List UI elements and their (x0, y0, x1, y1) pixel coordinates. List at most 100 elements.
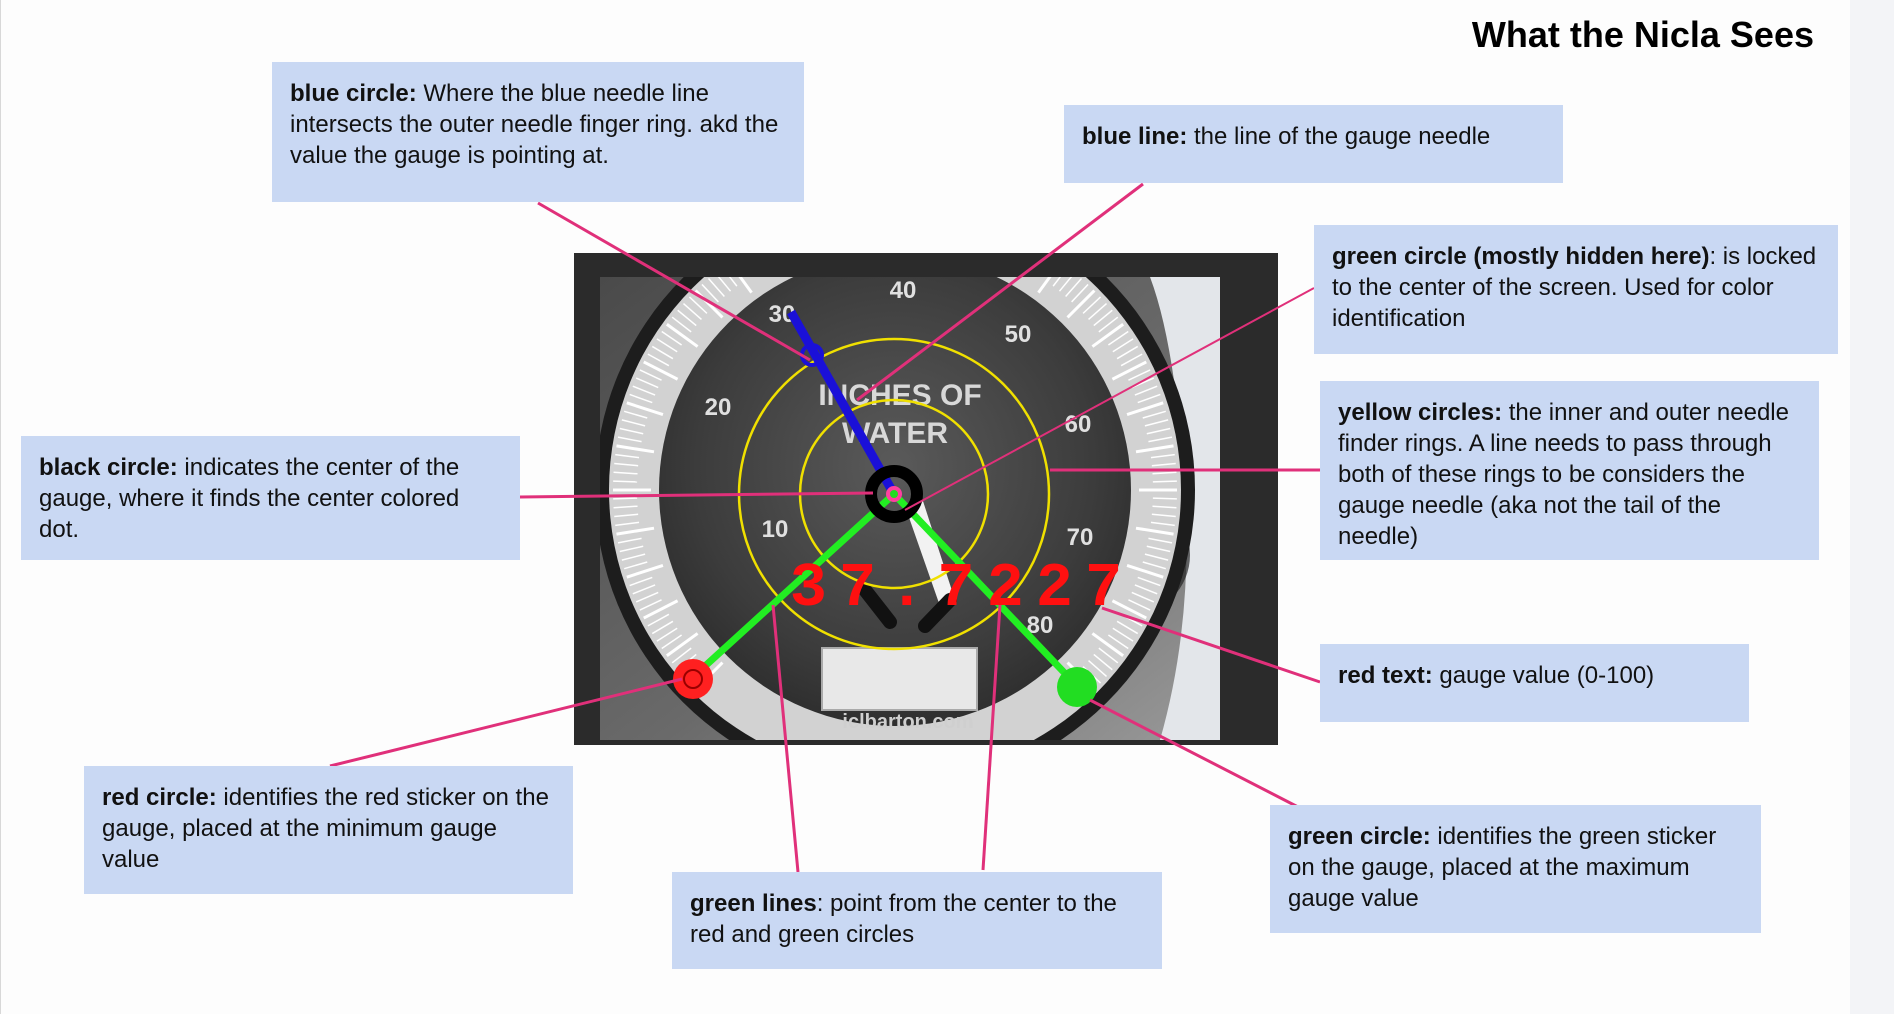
scale-tick (1120, 353, 1143, 367)
scale-tick (943, 213, 947, 237)
scale-tick (967, 219, 974, 242)
scale-tick (1065, 277, 1083, 297)
scale-tick (1135, 526, 1174, 536)
scale-tick (728, 277, 738, 287)
scale-tick (619, 427, 644, 435)
scale-tick (1134, 385, 1158, 396)
note-green-center-circle-label: green circle (mostly hidden here) (1332, 243, 1710, 270)
scale-tick (783, 231, 793, 253)
red-min-sticker-circle (673, 659, 713, 699)
scale-tick (643, 599, 679, 620)
scale-tick (1116, 620, 1139, 635)
note-green-center-circle-text: : is locked to the center of the screen.… (1332, 243, 1817, 332)
needle-counterweight (858, 583, 957, 633)
scale-tick (615, 453, 640, 459)
scale-tick (647, 613, 670, 627)
scale-tick (868, 209, 870, 233)
scale-tick (1152, 480, 1177, 483)
scale-tick (833, 215, 838, 238)
scale-tick (927, 210, 930, 234)
scale-tick (951, 215, 956, 238)
scale-tick (1098, 316, 1119, 333)
scale-ticks (613, 208, 1177, 691)
leader-green-line-right (981, 604, 1002, 871)
scale-tick (919, 209, 921, 233)
scale-tick (632, 385, 656, 396)
gauge-nameplate (821, 647, 978, 711)
scale-tick (1146, 545, 1171, 553)
scale-tick (626, 563, 664, 579)
gauge-body-highlight (1150, 277, 1220, 740)
scale-tick (619, 545, 644, 553)
scale-tick (613, 497, 638, 500)
green-line-to-min (690, 491, 897, 680)
note-green-lines-label: green lines (690, 890, 817, 917)
scale-tick (1088, 660, 1108, 678)
leader-black-circle (519, 491, 874, 499)
scale-tick (738, 277, 753, 294)
scale-label-20: 20 (705, 394, 732, 421)
scale-tick (1112, 627, 1134, 642)
scale-tick (629, 576, 653, 587)
scale-tick (933, 211, 939, 249)
leader-green-max-circle (1089, 698, 1301, 810)
note-yellow-circles-label: yellow circles: (1338, 399, 1503, 426)
scale-tick (1135, 444, 1174, 454)
scale-tick (1151, 513, 1176, 518)
scale-tick (639, 599, 662, 611)
leader-red-text (1101, 606, 1321, 684)
scale-tick (701, 283, 719, 303)
note-black-circle-text: indicates the center of the gauge, where… (39, 454, 460, 543)
note-blue-circle-label: blue circle: (290, 80, 417, 107)
scale-tick (614, 462, 639, 467)
leader-green-line-left (771, 604, 800, 873)
scale-tick (613, 471, 638, 475)
scale-tick (671, 647, 692, 664)
scale-tick (911, 209, 913, 233)
scale-tick (614, 513, 639, 518)
left-edge-rule (0, 0, 1, 1014)
scale-tick (1137, 393, 1161, 404)
scale-tick (903, 208, 904, 232)
scale-tick (1037, 277, 1052, 294)
scale-tick (661, 330, 683, 346)
note-blue-line-text: the line of the gauge needle (1187, 123, 1491, 150)
leader-lines (329, 182, 1321, 873)
scale-tick (990, 228, 999, 250)
scale-tick (1093, 653, 1113, 671)
scale-tick (1150, 521, 1175, 527)
green-line-to-max (891, 491, 1080, 689)
scale-tick (665, 323, 699, 348)
scale-tick (1128, 369, 1151, 381)
leader-red-circle (329, 677, 683, 768)
scale-tick (1052, 277, 1062, 287)
scale-tick (665, 632, 699, 657)
scale-tick (1144, 419, 1169, 427)
scale-tick (623, 561, 648, 570)
leader-blue-line (856, 182, 1144, 402)
scale-tick (617, 436, 642, 443)
leader-green-center-circle (904, 287, 1315, 511)
scale-tick (860, 210, 863, 234)
note-green-lines: green lines: point from the center to th… (672, 872, 1162, 969)
note-green-lines-text: : point from the center to the red and g… (690, 890, 1117, 948)
note-red-circle-label: red circle: (102, 784, 217, 811)
right-margin-strip (1850, 0, 1894, 1014)
scale-tick (635, 377, 659, 389)
physical-needle-tail (905, 498, 955, 606)
scale-tick (639, 369, 662, 381)
note-red-circle: red circle: identifies the red sticker o… (84, 766, 573, 894)
scale-tick (1151, 462, 1176, 467)
page-title: What the Nicla Sees (1471, 14, 1814, 55)
scale-tick (1152, 471, 1177, 475)
note-green-center-circle: green circle (mostly hidden here): is lo… (1314, 225, 1838, 354)
scale-tick (616, 526, 655, 536)
note-yellow-circles-text: the inner and outer needle finder rings.… (1338, 399, 1789, 550)
scale-tick (970, 222, 982, 258)
scale-tick (707, 277, 725, 297)
scale-tick (1126, 401, 1164, 417)
note-red-circle-text: identifies the red sticker on the gauge,… (102, 784, 549, 873)
scale-tick (816, 219, 823, 242)
scale-tick (997, 231, 1007, 253)
scale-tick (799, 225, 807, 248)
